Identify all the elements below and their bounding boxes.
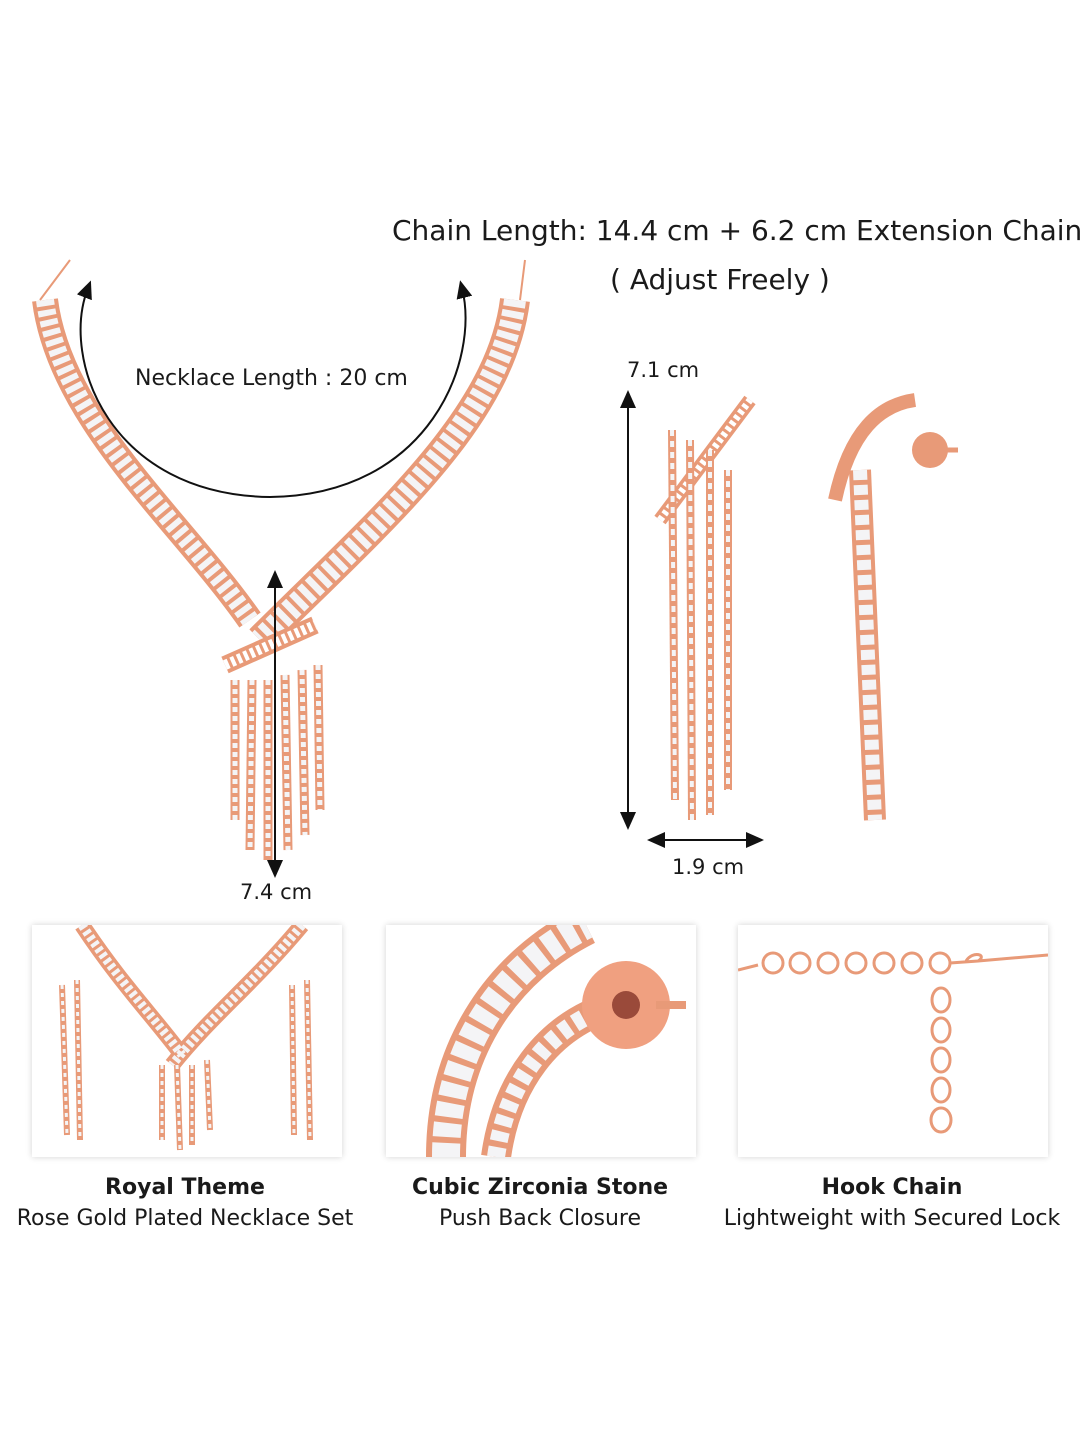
- necklace-drop-label: 7.4 cm: [240, 880, 313, 904]
- feature-subtitle: Rose Gold Plated Necklace Set: [16, 1206, 354, 1231]
- feature-title: Hook Chain: [821, 1175, 963, 1200]
- earring-width-label: 1.9 cm: [672, 855, 745, 879]
- adjust-freely-label: ( Adjust Freely ): [610, 263, 830, 296]
- necklace-length-label: Necklace Length : 20 cm: [135, 366, 408, 391]
- feature-royal-theme: Royal Theme Rose Gold Plated Necklace Se…: [5, 1175, 365, 1231]
- feature-title: Cubic Zirconia Stone: [411, 1175, 669, 1200]
- cubic-zirconia-closeup-image: [386, 925, 696, 1157]
- hook-chain-image: [738, 925, 1048, 1157]
- earring-height-label: 7.1 cm: [627, 358, 700, 382]
- feature-title: Royal Theme: [105, 1175, 265, 1200]
- chain-length-label: Chain Length: 14.4 cm + 6.2 cm Extension…: [392, 214, 1080, 247]
- feature-subtitle: Lightweight with Secured Lock: [723, 1206, 1061, 1231]
- feature-hook-chain: Hook Chain Lightweight with Secured Lock: [712, 1175, 1072, 1231]
- royal-theme-image: [32, 925, 342, 1157]
- necklace-length-arrow: [76, 280, 473, 499]
- feature-subtitle: Push Back Closure: [438, 1206, 642, 1231]
- jewelry-illustration: [32, 259, 958, 878]
- earring-side-image: [828, 393, 958, 821]
- feature-cubic-zirconia: Cubic Zirconia Stone Push Back Closure: [360, 1175, 720, 1231]
- necklace-image: [32, 259, 530, 860]
- earring-front-image: [654, 395, 756, 821]
